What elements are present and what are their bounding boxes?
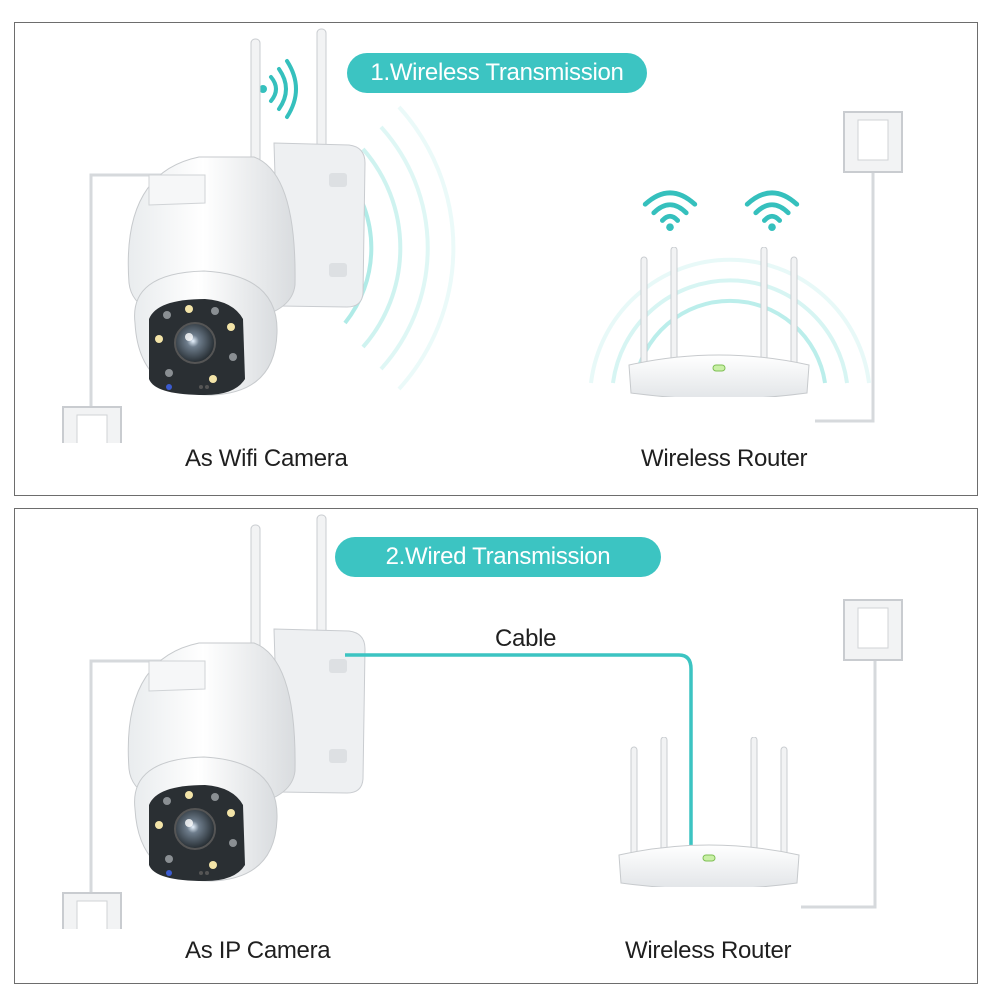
wall-socket — [843, 111, 903, 173]
section-badge: 2.Wired Transmission — [335, 537, 661, 577]
wireless-router — [618, 737, 800, 887]
router-label: Wireless Router — [641, 445, 808, 472]
camera-signal-waves — [343, 105, 456, 391]
wireless-transmission-panel: 1.Wireless Transmission As Wifi Camera W… — [14, 22, 978, 496]
router-power-cable — [801, 647, 877, 909]
router-signal-waves — [589, 257, 871, 384]
wifi-signal-icon — [259, 59, 298, 119]
wired-transmission-panel: 2.Wired Transmission Cable As IP Camera … — [14, 508, 978, 984]
camera-label: As IP Camera — [185, 937, 331, 964]
section-badge: 1.Wireless Transmission — [347, 53, 647, 93]
camera-label: As Wifi Camera — [185, 445, 348, 472]
ptz-camera — [61, 27, 367, 443]
cable-label: Cable — [495, 625, 557, 652]
wifi-signal-icon — [747, 193, 797, 231]
ethernet-cable — [345, 653, 693, 863]
router-label: Wireless Router — [625, 937, 792, 964]
ptz-camera — [61, 513, 367, 929]
router-power-cable — [815, 161, 875, 423]
wireless-scene — [61, 27, 903, 443]
wall-socket — [843, 599, 903, 661]
wifi-signal-icon — [645, 193, 695, 231]
wired-scene — [61, 513, 903, 929]
